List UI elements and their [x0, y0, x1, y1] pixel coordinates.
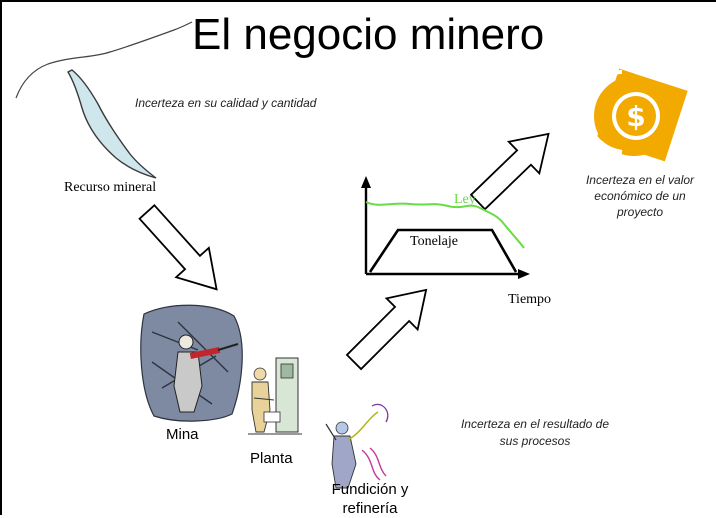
value-uncertainty-note: Incerteza en el valor económico de un pr… [570, 172, 710, 220]
mine-label: Mina [166, 426, 199, 443]
smelting-label: Fundición y refinería [320, 480, 420, 518]
production-graph [361, 176, 530, 279]
grade-label: Ley [454, 192, 476, 207]
value-uncertainty-line-3: proyecto [616, 205, 664, 219]
arrow-resource-to-mine [138, 204, 218, 291]
process-uncertainty-line-1: Incerteza en el resultado de [460, 417, 610, 431]
tonnage-curve [368, 228, 518, 273]
smelting-label-line-2: refinería [342, 500, 398, 517]
grade-curve [365, 201, 525, 249]
smelting-worker-icon [325, 403, 389, 489]
x-axis-arrowhead [518, 269, 530, 279]
process-uncertainty-note: Incerteza en el resultado de sus proceso… [440, 416, 630, 450]
miner-drilling-icon [140, 304, 243, 422]
tonnage-label: Tonelaje [410, 234, 458, 249]
arrow-process-to-graph [345, 288, 428, 371]
time-label: Tiempo [508, 292, 552, 307]
y-axis-arrowhead [361, 176, 371, 188]
value-uncertainty-line-1: Incerteza en el valor [585, 173, 695, 187]
resource-uncertainty-note: Incerteza en su calidad y cantidad [135, 96, 317, 110]
page-title: El negocio minero [192, 10, 545, 59]
plant-worker-icon [248, 357, 302, 435]
arrow-graph-to-value [469, 132, 550, 211]
svg-text:$: $ [626, 100, 645, 133]
process-uncertainty-line-2: sus procesos [499, 434, 571, 448]
smelting-label-line-1: Fundición y [331, 481, 409, 498]
terrain-line [15, 21, 193, 99]
mineral-vein [67, 69, 157, 179]
resource-label: Recurso mineral [64, 180, 157, 195]
value-uncertainty-line-2: económico de un [594, 189, 686, 203]
plant-label: Planta [250, 450, 293, 467]
dollar-coin-icon: $ [583, 68, 688, 162]
